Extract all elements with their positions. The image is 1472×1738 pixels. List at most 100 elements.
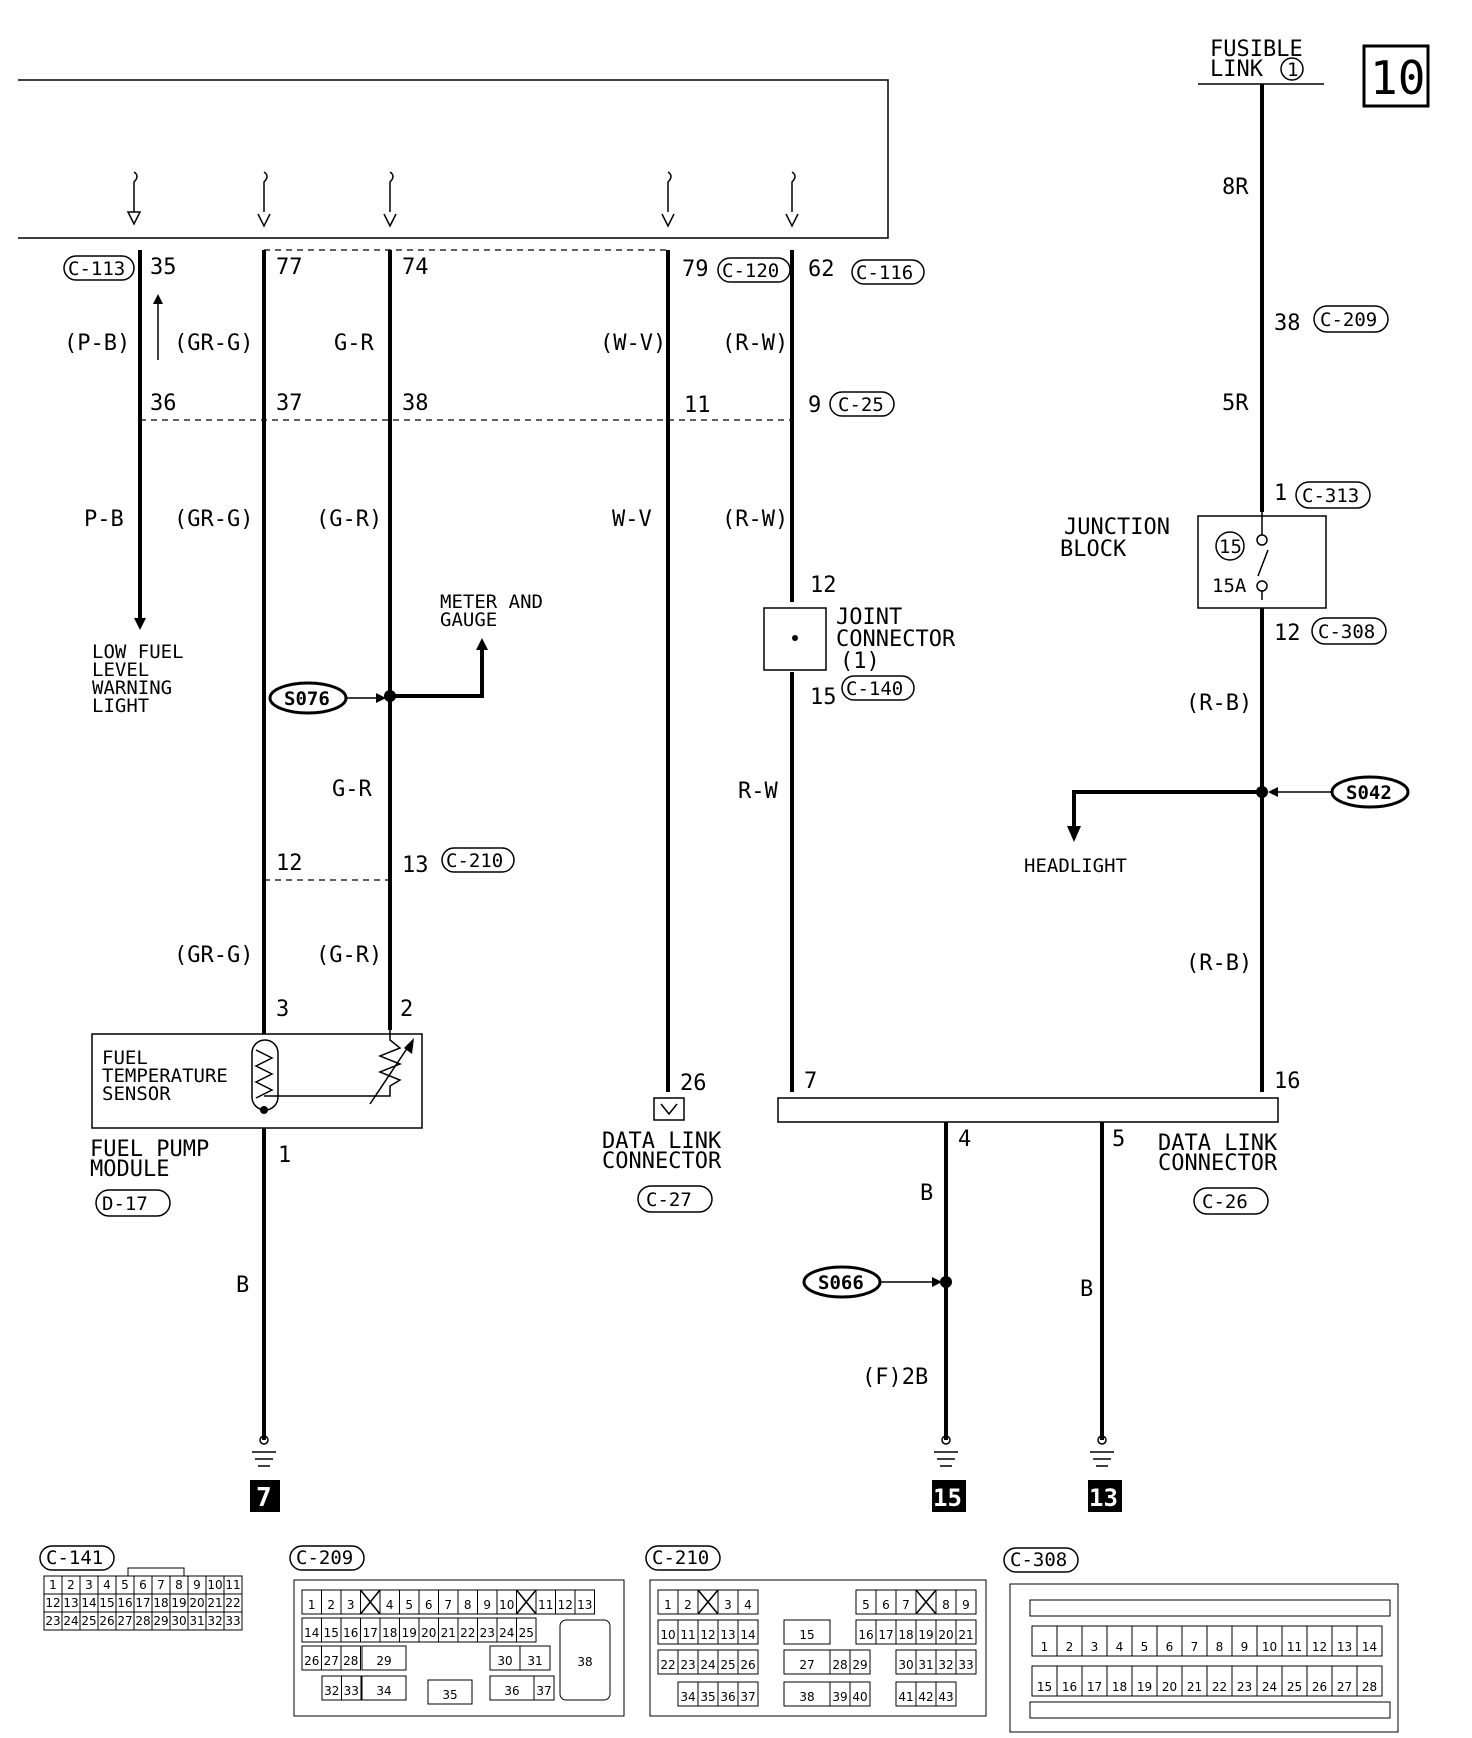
connector-cavity: 23 (1237, 1680, 1252, 1694)
connector-cavity: 11 (680, 1628, 695, 1642)
svg-text:FUEL PUMP: FUEL PUMP (90, 1137, 209, 1162)
connector-cavity: 25 (720, 1658, 735, 1672)
connector-cavity: 11 (225, 1578, 240, 1592)
pin-37: 37 (276, 391, 303, 416)
connector-cavity: 34 (376, 1684, 391, 1698)
connector-cavity: 10 (499, 1598, 514, 1612)
pin-12-joint: 12 (810, 573, 837, 598)
connector-cavity: 12 (45, 1596, 60, 1610)
connector-cavity: 6 (882, 1598, 890, 1612)
wire-b-left: B (236, 1273, 249, 1298)
connector-cavity: 7 (157, 1578, 165, 1592)
connector-cavity: 1 (49, 1578, 57, 1592)
wire-b-mid: B (920, 1181, 933, 1206)
connector-cavity: 4 (103, 1578, 111, 1592)
connector-cavity: 26 (304, 1654, 319, 1668)
connector-cavity: 23 (680, 1658, 695, 1672)
connector-cavity: 16 (858, 1628, 873, 1642)
connector-cavity: 15 (1037, 1680, 1052, 1694)
connector-cavity: 18 (898, 1628, 913, 1642)
fuse-rating: 15A (1212, 575, 1247, 597)
connector-cavity: 38 (577, 1655, 592, 1669)
connector-cavity: 19 (171, 1596, 186, 1610)
svg-text:CONNECTOR: CONNECTOR (836, 627, 956, 652)
connector-cavity: 37 (536, 1684, 551, 1698)
svg-text:DATA LINK: DATA LINK (1158, 1131, 1278, 1156)
svg-text:WARNING: WARNING (92, 677, 172, 699)
connector-cavity: 9 (962, 1598, 970, 1612)
connector-cavity: 5 (1141, 1640, 1149, 1654)
connector-cavity: 18 (153, 1596, 168, 1610)
svg-text:LIGHT: LIGHT (92, 695, 149, 717)
connector-cavity: 12 (558, 1598, 573, 1612)
connector-cavity: 10 (207, 1578, 222, 1592)
connector-cavity: 30 (497, 1654, 512, 1668)
connector-cavity: 14 (740, 1628, 755, 1642)
connector-cavity: 17 (363, 1626, 378, 1640)
connector-cavity: 7 (444, 1598, 452, 1612)
connector-cavity: 21 (441, 1626, 456, 1640)
connector-c25: C-25 (838, 394, 884, 416)
svg-text:TEMPERATURE: TEMPERATURE (102, 1065, 228, 1087)
wire-rw-mid: (R-W) (722, 507, 788, 532)
connector-cavity: 5 (862, 1598, 870, 1612)
svg-text:JUNCTION: JUNCTION (1064, 515, 1170, 540)
connector-c26: C-26 (1202, 1191, 1248, 1213)
connector-cavity: 16 (1062, 1680, 1077, 1694)
junction-block-label: JUNCTION BLOCK (1060, 515, 1170, 562)
connector-cavity: 14 (1362, 1640, 1377, 1654)
connector-cavity: 21 (207, 1596, 222, 1610)
connector-cavity: 27 (799, 1658, 814, 1672)
connector-cavity: 5 (405, 1598, 413, 1612)
connector-cavity: 8 (464, 1598, 472, 1612)
connector-cavity: 3 (347, 1598, 355, 1612)
connector-cavity: 30 (171, 1614, 186, 1628)
connector-cavity: 25 (1287, 1680, 1302, 1694)
connector-cavity: 38 (799, 1690, 814, 1704)
connector-cavity: 8 (1216, 1640, 1224, 1654)
connector-cavity: 20 (1162, 1680, 1177, 1694)
low-fuel-label: LOW FUEL LEVEL WARNING LIGHT (92, 641, 184, 717)
connector-cavity: 15 (324, 1626, 339, 1640)
wire-rw-lower: R-W (738, 779, 778, 804)
connector-cavity: 4 (744, 1598, 752, 1612)
connector-cavity: 23 (45, 1614, 60, 1628)
pin-4: 4 (958, 1127, 971, 1152)
svg-text:CONNECTOR: CONNECTOR (602, 1149, 722, 1174)
connector-cavity: 17 (878, 1628, 893, 1642)
connector-view-label: C-141 (46, 1547, 103, 1569)
svg-text:FUEL: FUEL (102, 1047, 148, 1069)
connector-cavity: 9 (193, 1578, 201, 1592)
connector-c313: C-313 (1302, 485, 1359, 507)
wire-wv-mid: W-V (612, 507, 652, 532)
data-link-connector-left-label: DATA LINK CONNECTOR (602, 1129, 722, 1174)
fusible-link-label: FUSIBLE (1210, 37, 1303, 62)
connector-cavity: 16 (117, 1596, 132, 1610)
connector-cavity: 43 (938, 1690, 953, 1704)
pin-7: 7 (804, 1069, 817, 1094)
connector-cavity: 3 (1091, 1640, 1099, 1654)
connector-c113: C-113 (68, 258, 125, 280)
connector-cavity: 17 (1087, 1680, 1102, 1694)
connector-cavity: 29 (852, 1658, 867, 1672)
pin-38-c209: 38 (1274, 311, 1301, 336)
connector-cavity: 13 (1337, 1640, 1352, 1654)
connector-cavity: 40 (852, 1690, 867, 1704)
connector-cavity: 32 (938, 1658, 953, 1672)
pin-38: 38 (402, 391, 429, 416)
pin-13-c210: 13 (402, 853, 429, 878)
connector-cavity: 22 (460, 1626, 475, 1640)
connector-cavity: 2 (67, 1578, 75, 1592)
svg-text:MODULE: MODULE (90, 1157, 169, 1182)
ground-7: 7 (256, 1483, 272, 1513)
ecu-terminals (126, 171, 799, 228)
ground-13: 13 (1089, 1484, 1118, 1512)
wire-grg-top: (GR-G) (174, 331, 253, 356)
connector-cavity: 9 (1241, 1640, 1249, 1654)
page-number-box (1362, 44, 1430, 108)
fusible-link-number: 1 (1287, 59, 1298, 81)
connector-cavity: 1 (1041, 1640, 1049, 1654)
connector-cavity: 35 (700, 1690, 715, 1704)
